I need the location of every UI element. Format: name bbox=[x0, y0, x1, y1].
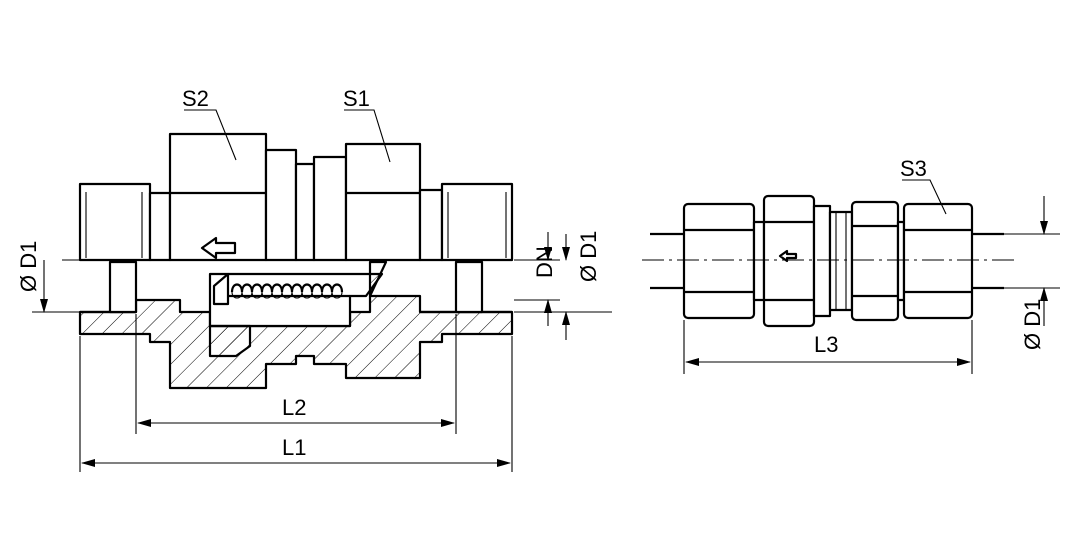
label-s2: S2 bbox=[182, 86, 209, 111]
valve-upper-half bbox=[78, 132, 514, 262]
label-s1: S1 bbox=[343, 86, 370, 111]
spring bbox=[230, 283, 344, 299]
label-s3: S3 bbox=[900, 156, 927, 181]
label-l2: L2 bbox=[282, 395, 306, 420]
valve-section-view: S2 S1 DN Ø D1 Ø D1 L2 L1 bbox=[16, 86, 612, 472]
label-d1-right: Ø D1 bbox=[1020, 299, 1045, 350]
valve-lower-half-section bbox=[78, 260, 514, 390]
label-l3: L3 bbox=[814, 332, 838, 357]
label-l1: L1 bbox=[282, 435, 306, 460]
valve-external-view: S3 Ø D1 L3 bbox=[642, 156, 1060, 374]
label-d1-left: Ø D1 bbox=[16, 241, 41, 292]
label-d1-mid: Ø D1 bbox=[576, 231, 601, 282]
label-dn: DN bbox=[532, 246, 557, 278]
flow-arrow-icon bbox=[200, 236, 237, 260]
